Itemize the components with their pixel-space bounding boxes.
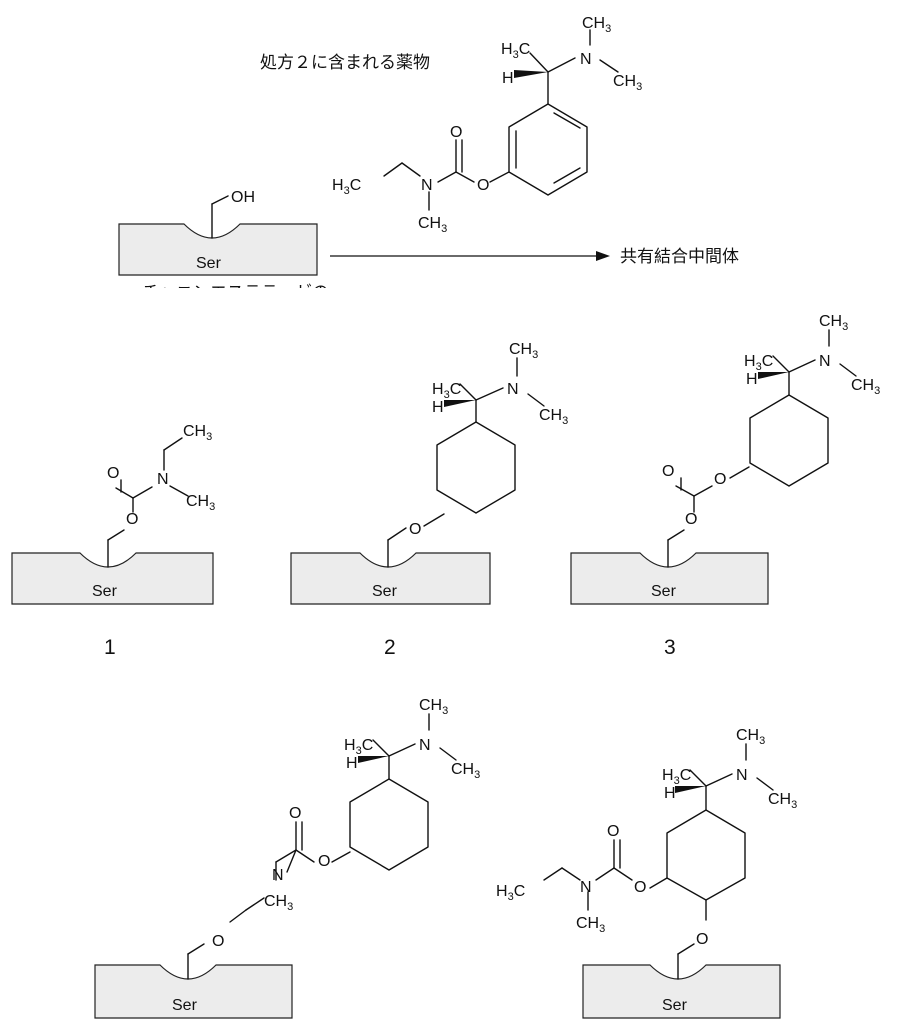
svg-text:CH3: CH3 [509,341,538,361]
svg-text:Ser: Ser [372,583,398,600]
svg-text:CH3: CH3 [736,727,765,747]
svg-text:O: O [409,521,421,538]
svg-text:O: O [634,879,646,896]
svg-text:H: H [502,70,514,87]
svg-text:N: N [580,879,592,896]
svg-text:H3C: H3C [432,381,461,401]
svg-text:H: H [746,371,758,388]
svg-text:CH3: CH3 [819,313,848,333]
svg-text:CH3: CH3 [419,697,448,717]
option-3-label: 3 [664,636,676,659]
svg-text:O: O [107,465,119,482]
option-4-structure: O O O N CH3 H3C H N CH3 CH3 Ser [94,697,480,1019]
svg-text:O: O [477,177,489,194]
reaction-arrow [330,251,610,261]
svg-text:CH3: CH3 [264,893,293,913]
svg-text:O: O [607,823,619,840]
enzyme-ser-oh: OH Ser [118,189,318,276]
enzyme-label: Ser [196,255,222,272]
option-3-structure: O O O H3C H N CH3 CH3 Ser [570,313,880,605]
svg-text:O: O [318,853,330,870]
svg-text:CH3: CH3 [183,423,212,443]
svg-text:CH3: CH3 [451,761,480,781]
svg-text:Ser: Ser [172,997,198,1014]
svg-text:CH3: CH3 [539,407,568,427]
svg-text:N: N [819,353,831,370]
hydroxyl-label: OH [231,189,255,206]
svg-text:O: O [685,511,697,528]
svg-text:H3C: H3C [744,353,773,373]
product-label: 共有結合中間体 [620,247,739,267]
svg-text:CH3: CH3 [851,377,880,397]
svg-text:N: N [580,51,592,68]
svg-text:Ser: Ser [651,583,677,600]
svg-text:H3C: H3C [501,41,530,61]
option-2-label: 2 [384,636,396,659]
svg-text:CH3: CH3 [613,73,642,93]
svg-text:O: O [212,933,224,950]
svg-text:H: H [346,755,358,772]
svg-text:O: O [662,463,674,480]
svg-text:CH3: CH3 [186,493,215,513]
svg-text:O: O [289,805,301,822]
drug-caption: 処方２に含まれる薬物 [260,53,430,73]
svg-text:O: O [714,471,726,488]
svg-text:H3C: H3C [662,767,691,787]
svg-text:CH3: CH3 [768,791,797,811]
svg-text:N: N [272,867,284,884]
svg-text:N: N [157,471,169,488]
svg-text:H: H [432,399,444,416]
svg-text:CH3: CH3 [582,15,611,35]
svg-text:O: O [126,511,138,528]
svg-text:チャニンエステラーゼの: チャニンエステラーゼの [142,283,329,303]
svg-text:H3C: H3C [344,737,373,757]
option-1-structure: O O N CH3 CH3 Ser [11,423,215,605]
option-2-structure: O H3C H N CH3 CH3 Ser [290,341,568,605]
svg-text:H: H [664,785,676,802]
svg-text:N: N [421,177,433,194]
cutoff-caption: チャニンエステラーゼの [142,283,329,303]
option-5-structure: O O O N H3C CH3 H3C H N CH3 CH3 Ser [496,727,797,1019]
svg-text:N: N [507,381,519,398]
svg-text:CH3: CH3 [576,915,605,935]
svg-text:O: O [450,124,462,141]
svg-text:Ser: Ser [92,583,118,600]
svg-text:N: N [419,737,431,754]
svg-text:O: O [696,931,708,948]
svg-text:H3C: H3C [332,177,361,197]
svg-text:H3C: H3C [496,883,525,903]
svg-text:Ser: Ser [662,997,688,1014]
option-1-label: 1 [104,636,116,659]
top-drug-structure: H3C H N CH3 CH3 O O N H3C CH3 [332,15,642,235]
svg-text:N: N [736,767,748,784]
svg-text:CH3: CH3 [418,215,447,235]
